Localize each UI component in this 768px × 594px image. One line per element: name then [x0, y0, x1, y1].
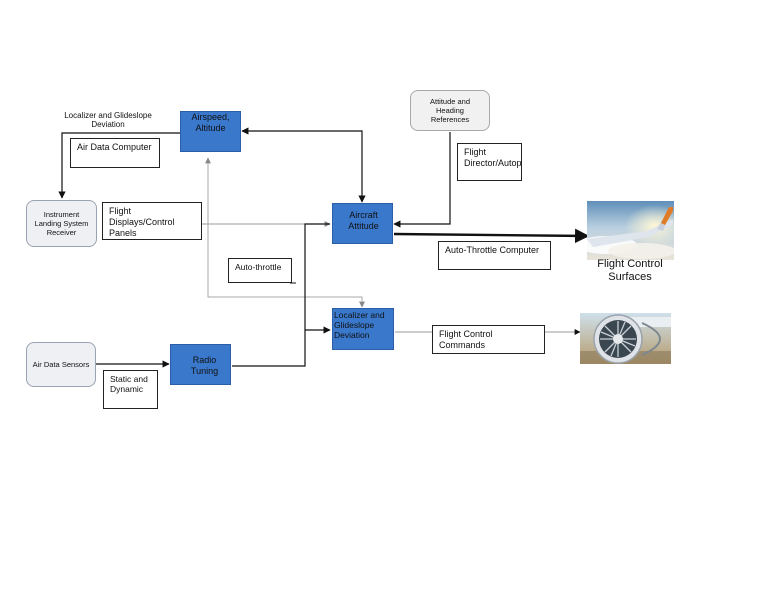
line-ahrs-to-attitude [393, 132, 451, 228]
attitude-heading-references-box[interactable]: Attitude and Heading References [410, 90, 490, 131]
line-radio-trunk [232, 223, 330, 367]
line-attitude-to-surfaces [393, 228, 590, 244]
airplane-wing-photo [587, 201, 674, 260]
line-airspeed-to-attitude [241, 127, 366, 203]
airspeed-altitude-box[interactable]: Airspeed, Altitude [180, 111, 241, 152]
radio-tuning-box[interactable]: Radio Tuning [170, 344, 231, 385]
air-data-computer-box[interactable]: Air Data Computer [70, 138, 160, 168]
localizer-glideslope-box[interactable]: Localizer and Glideslope Deviation [332, 308, 394, 350]
ils-receiver-box[interactable]: Instrument Landing System Receiver [26, 200, 97, 247]
localizer-glideslope-label: Localizer and Glideslope Deviation [64, 111, 152, 129]
flight-control-surfaces-caption: Flight Control Surfaces [597, 258, 663, 283]
air-data-sensors-box[interactable]: Air Data Sensors [26, 342, 96, 387]
flight-displays-box[interactable]: Flight Displays/Control Panels [102, 202, 202, 240]
flight-director-autopilot-box[interactable]: Flight Director/Autopilot [457, 143, 522, 181]
static-dynamic-box[interactable]: Static and Dynamic [103, 370, 158, 409]
auto-throttle-box[interactable]: Auto-throttle [228, 258, 292, 283]
jet-engine-photo [580, 313, 671, 364]
aircraft-attitude-box[interactable]: Aircraft Attitude [332, 203, 393, 244]
flight-control-commands-box[interactable]: Flight Control Commands [432, 325, 545, 354]
line-grey-loop [205, 157, 365, 308]
auto-throttle-computer-box[interactable]: Auto-Throttle Computer [438, 241, 551, 270]
line-airspeed-to-ils [58, 132, 180, 199]
